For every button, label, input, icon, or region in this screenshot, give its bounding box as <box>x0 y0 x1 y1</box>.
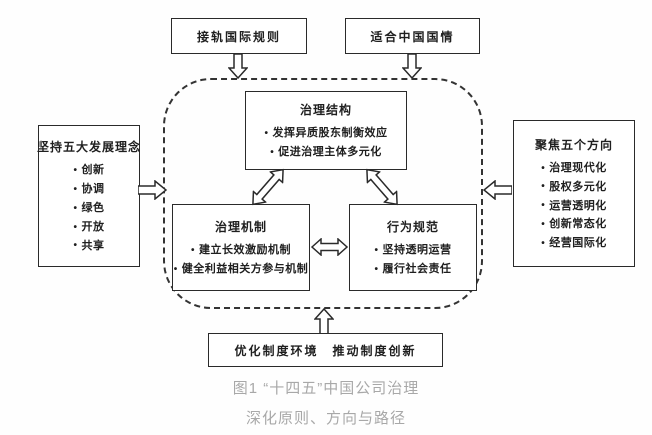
governance-dashed-container <box>163 78 483 309</box>
list-item: •坚持透明运营 <box>374 243 451 258</box>
node-label: 适合中国国情 <box>370 29 455 44</box>
arrow-down-icon <box>228 54 248 79</box>
list-item-label: 坚持透明运营 <box>382 244 452 257</box>
list-item-label: 经营国际化 <box>549 237 607 250</box>
list-item: •绿色 <box>73 201 104 216</box>
node-behavior-norms: 行为规范 •坚持透明运营•履行社会责任 <box>349 204 477 291</box>
list-item: •履行社会责任 <box>374 262 451 277</box>
arrow-down-icon <box>402 54 422 79</box>
bullet-icon: • <box>541 162 546 174</box>
list-item-label: 治理现代化 <box>549 161 607 174</box>
double-arrow-diagonal-icon <box>359 163 404 211</box>
node-institutional-environment: 优化制度环境 推动制度创新 <box>208 333 443 367</box>
bullet-icon: • <box>173 263 178 275</box>
node-five-directions: 聚焦五个方向 •治理现代化•股权多元化•运营透明化•创新常态化•经营国际化 <box>513 120 635 267</box>
bullet-icon: • <box>73 202 78 214</box>
bullet-icon: • <box>73 183 78 195</box>
node-bullet-list: •建立长效激励机制•健全利益相关方参与机制 <box>174 243 309 277</box>
node-title: 坚持五大发展理念 <box>37 140 142 155</box>
node-title: 治理机制 <box>214 220 267 235</box>
list-item-label: 协调 <box>81 183 105 196</box>
bullet-icon: • <box>190 244 195 256</box>
node-five-development-concepts: 坚持五大发展理念 •创新•协调•绿色•开放•共享 <box>37 125 142 267</box>
list-item: •共享 <box>73 239 104 254</box>
list-item: •治理现代化 <box>541 161 607 176</box>
list-item-label: 健全利益相关方参与机制 <box>181 263 309 275</box>
node-bullet-list: •创新•协调•绿色•开放•共享 <box>73 163 104 253</box>
list-item-label: 建立长效激励机制 <box>199 244 291 257</box>
list-item: •创新常态化 <box>541 217 607 232</box>
node-bullet-list: •发挥异质股东制衡效应•促进治理主体多元化 <box>264 126 387 160</box>
list-item: •经营国际化 <box>541 236 607 251</box>
node-label: 接轨国际规则 <box>196 29 281 44</box>
list-item: •开放 <box>73 220 104 235</box>
node-title: 治理结构 <box>299 103 352 118</box>
bullet-icon: • <box>541 237 546 249</box>
bullet-icon: • <box>270 146 275 158</box>
caption-line-1: 图1 “十四五”中国公司治理 <box>232 380 420 397</box>
list-item-label: 发挥异质股东制衡效应 <box>272 127 388 140</box>
arrow-up-icon <box>314 308 334 334</box>
node-international-rules: 接轨国际规则 <box>171 18 307 54</box>
bullet-icon: • <box>541 200 546 212</box>
list-item-label: 开放 <box>81 220 105 233</box>
bullet-icon: • <box>374 244 379 256</box>
list-item-label: 股权多元化 <box>549 180 607 193</box>
node-governance-structure: 治理结构 •发挥异质股东制衡效应•促进治理主体多元化 <box>245 91 407 170</box>
double-arrow-diagonal-icon <box>245 163 290 211</box>
list-item-label: 运营透明化 <box>549 199 607 212</box>
list-item: • 建立长效激励机制 <box>191 243 291 258</box>
node-title: 聚焦五个方向 <box>534 137 613 152</box>
arrow-right-icon <box>138 180 167 200</box>
list-item-label: 创新常态化 <box>549 218 607 231</box>
list-item: •创新 <box>73 163 104 178</box>
arrow-left-icon <box>483 180 512 200</box>
list-item-label: 共享 <box>81 239 105 252</box>
node-governance-mechanism: 治理机制 •建立长效激励机制•健全利益相关方参与机制 <box>172 204 310 291</box>
bullet-icon: • <box>73 240 78 252</box>
caption-line-2: 深化原则、方向与路径 <box>245 410 406 427</box>
bullet-icon: • <box>264 127 269 139</box>
node-bullet-list: •坚持透明运营•履行社会责任 <box>374 243 451 277</box>
bullet-icon: • <box>541 219 546 231</box>
node-title: 行为规范 <box>386 220 439 235</box>
list-item: •协调 <box>73 182 104 197</box>
list-item-label: 履行社会责任 <box>382 263 452 275</box>
list-item-label: 创新 <box>81 164 105 177</box>
bullet-icon: • <box>73 221 78 233</box>
list-item: •促进治理主体多元化 <box>270 145 382 160</box>
node-china-conditions: 适合中国国情 <box>345 18 480 54</box>
list-item: •股权多元化 <box>541 180 607 195</box>
bullet-icon: • <box>374 263 379 275</box>
figure-caption: 图1 “十四五”中国公司治理 深化原则、方向与路径 <box>0 377 652 435</box>
node-bullet-list: •治理现代化•股权多元化•运营透明化•创新常态化•经营国际化 <box>541 161 607 251</box>
node-label: 优化制度环境 推动制度创新 <box>234 343 417 358</box>
list-item: •发挥异质股东制衡效应 <box>264 126 387 141</box>
bullet-icon: • <box>541 181 546 193</box>
list-item: •健全利益相关方参与机制 <box>174 262 309 277</box>
double-arrow-horizontal-icon <box>311 238 348 256</box>
bullet-icon: • <box>73 165 78 177</box>
list-item-label: 促进治理主体多元化 <box>278 146 382 158</box>
list-item-label: 绿色 <box>81 202 105 215</box>
list-item: •运营透明化 <box>541 199 607 214</box>
